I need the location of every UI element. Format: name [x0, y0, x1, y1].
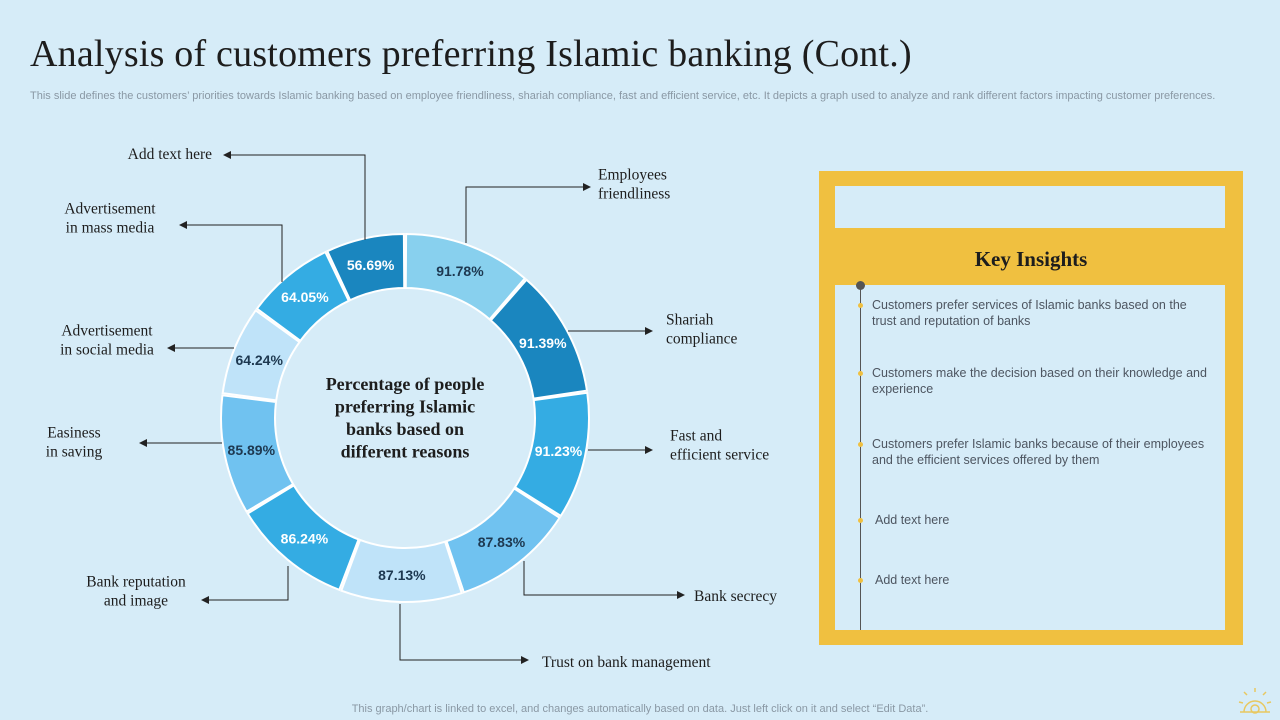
leader-arrow: [465, 183, 591, 243]
donut-segment: [220, 394, 295, 513]
donut-segment: [404, 232, 527, 321]
donut-segments: [220, 232, 590, 603]
donut-segment: [513, 391, 590, 518]
timeline-line: [860, 285, 861, 630]
donut-segment: [445, 487, 561, 594]
segment-value-label: 87.13%: [378, 567, 426, 583]
footer-note: This graph/chart is linked to excel, and…: [351, 703, 929, 715]
segment-value-label: 64.24%: [235, 352, 283, 368]
donut-segment: [340, 538, 463, 603]
insights-body: Customers prefer services of Islamic ban…: [835, 281, 1225, 630]
insight-text: Customers prefer Islamic banks because o…: [872, 437, 1205, 467]
insight-text: Customers make the decision based on the…: [872, 366, 1207, 396]
segment-value-label: 85.89%: [228, 442, 276, 458]
leader-arrow: [399, 604, 529, 664]
leader-arrow: [179, 221, 283, 282]
gear-icon: [1238, 688, 1272, 714]
insight-bullet: [858, 371, 863, 376]
category-label: Bank secrecy: [694, 588, 777, 605]
category-label: Add text here: [128, 146, 212, 163]
segment-value-label: 91.39%: [519, 335, 567, 351]
leader-arrow: [223, 151, 366, 240]
segment-value-label: 86.24%: [281, 531, 329, 547]
page-title: Analysis of customers preferring Islamic…: [30, 33, 912, 75]
segment-value-label: 91.23%: [535, 443, 583, 459]
leader-arrow: [523, 561, 685, 599]
insight-bullet: [858, 518, 863, 523]
segment-value-label: 64.05%: [281, 289, 329, 305]
donut-segment: [255, 250, 351, 343]
insight-bullet: [858, 303, 863, 308]
donut-segment: [221, 309, 301, 402]
segment-value-label: 91.78%: [436, 263, 484, 279]
category-label: Trust on bank management: [542, 654, 711, 671]
segment-labels: 91.78% 91.39% 91.23% 87.83% 87.13% 86.24% 85.8…: [228, 257, 583, 583]
key-insights-heading: Key Insights: [974, 247, 1088, 271]
insight-text: Add text here: [875, 573, 950, 587]
insight-bullet: [858, 578, 863, 583]
donut-segment: [246, 484, 360, 592]
insight-bullet: [858, 442, 863, 447]
donut-chart: 91.78% 91.39% 91.23% 87.83% 87.13% 86.24% 85.8…: [46, 146, 778, 671]
panel-top-box: [835, 186, 1225, 228]
insight-text: Customers prefer services of Islamic ban…: [872, 298, 1187, 328]
segment-value-label: 87.83%: [478, 534, 526, 550]
leader-lines: [139, 151, 685, 664]
key-insights-panel: Key Insights Customers prefer services o…: [819, 171, 1243, 645]
donut-segment: [326, 232, 406, 302]
page-subtitle: This slide defines the customers’ priori…: [30, 90, 1216, 102]
insight-text: Add text here: [875, 513, 950, 527]
leader-arrow: [201, 566, 289, 604]
segment-value-label: 56.69%: [347, 257, 395, 273]
donut-segment: [489, 278, 589, 400]
timeline-start-dot: [856, 281, 865, 290]
